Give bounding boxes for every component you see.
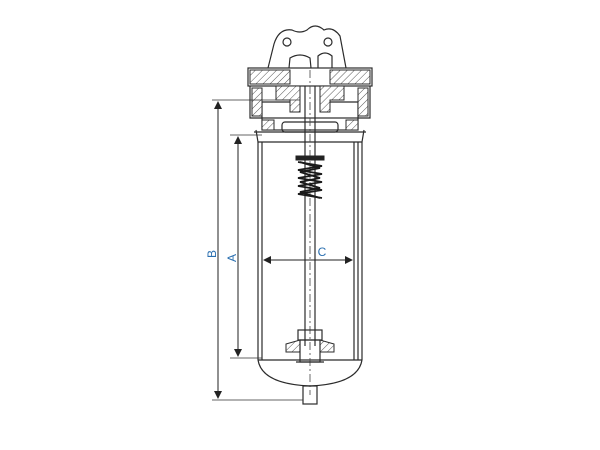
- dimension-c: C: [263, 245, 353, 264]
- mounting-hole-right: [323, 37, 333, 47]
- mounting-bracket: [267, 25, 347, 69]
- mounting-hole-left: [282, 37, 292, 47]
- dimension-b-label: B: [205, 250, 219, 258]
- dimension-extensions: [212, 99, 303, 401]
- housing-head: [247, 67, 373, 119]
- bottom-nut: [285, 329, 335, 363]
- dimension-a: A: [225, 136, 242, 357]
- dimension-b: B: [205, 101, 222, 399]
- dimension-a-label: A: [225, 254, 239, 262]
- tie-rod: [304, 70, 316, 395]
- spring: [295, 155, 325, 199]
- dimension-c-label: C: [318, 245, 327, 259]
- filter-bowl: [257, 142, 363, 405]
